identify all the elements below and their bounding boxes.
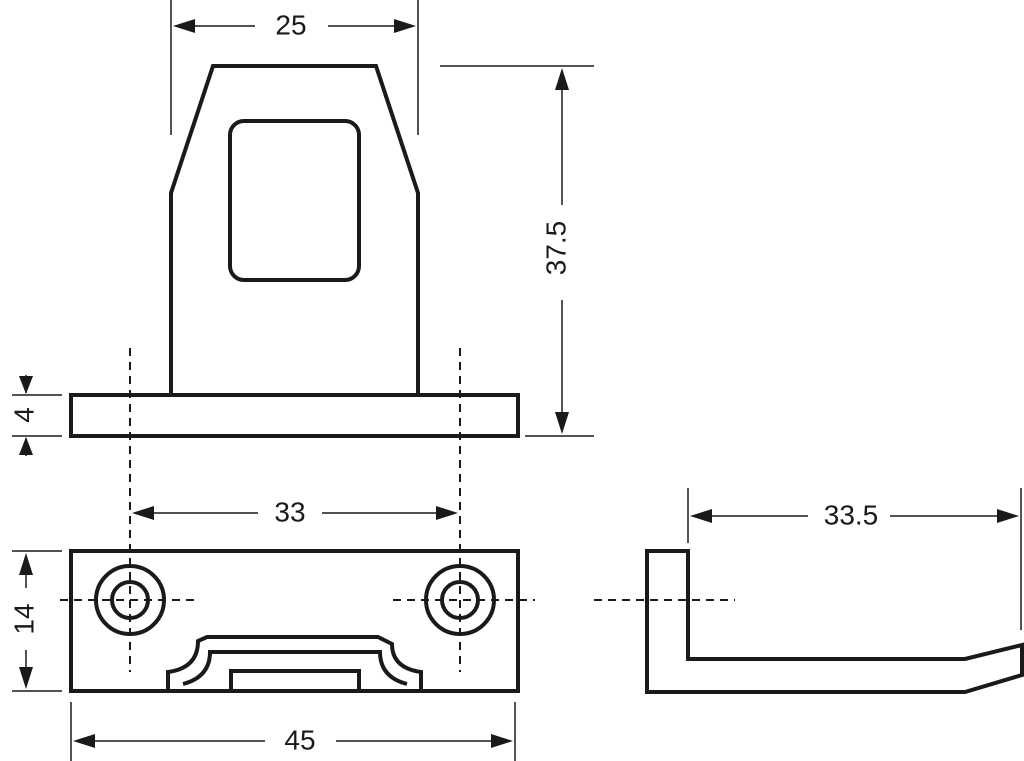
dim-label-base-width: 45 xyxy=(284,724,315,755)
dim-label-side-length: 33.5 xyxy=(824,499,879,530)
side-profile xyxy=(645,549,1024,694)
catch-recess xyxy=(166,635,423,691)
dimension-base-width: 45 xyxy=(73,724,513,755)
dim-label-height: 37.5 xyxy=(540,221,571,276)
dim-label-base-height: 14 xyxy=(8,603,39,634)
base-outline xyxy=(69,549,520,693)
extension-lines xyxy=(12,0,1022,761)
dim-label-plate-thickness: 4 xyxy=(8,407,39,423)
tongue-slot xyxy=(228,119,361,282)
tongue-outline xyxy=(169,64,420,393)
top-view xyxy=(69,549,520,693)
dimension-top-width: 25 xyxy=(173,9,416,40)
mounting-plate xyxy=(69,393,520,438)
dim-label-top-width: 25 xyxy=(275,9,306,40)
center-lines xyxy=(60,348,735,672)
front-view xyxy=(69,64,520,438)
dimension-base-height: 14 xyxy=(8,553,39,689)
dim-label-hole-spacing: 33 xyxy=(274,496,305,527)
side-view xyxy=(645,549,1024,694)
dimension-height: 37.5 xyxy=(540,68,571,434)
dimension-side-length: 33.5 xyxy=(690,499,1019,530)
catch-step xyxy=(229,669,361,691)
dimension-plate-thickness: 4 xyxy=(8,375,39,456)
dimension-hole-spacing: 33 xyxy=(132,496,458,527)
catch-inner xyxy=(182,650,408,686)
